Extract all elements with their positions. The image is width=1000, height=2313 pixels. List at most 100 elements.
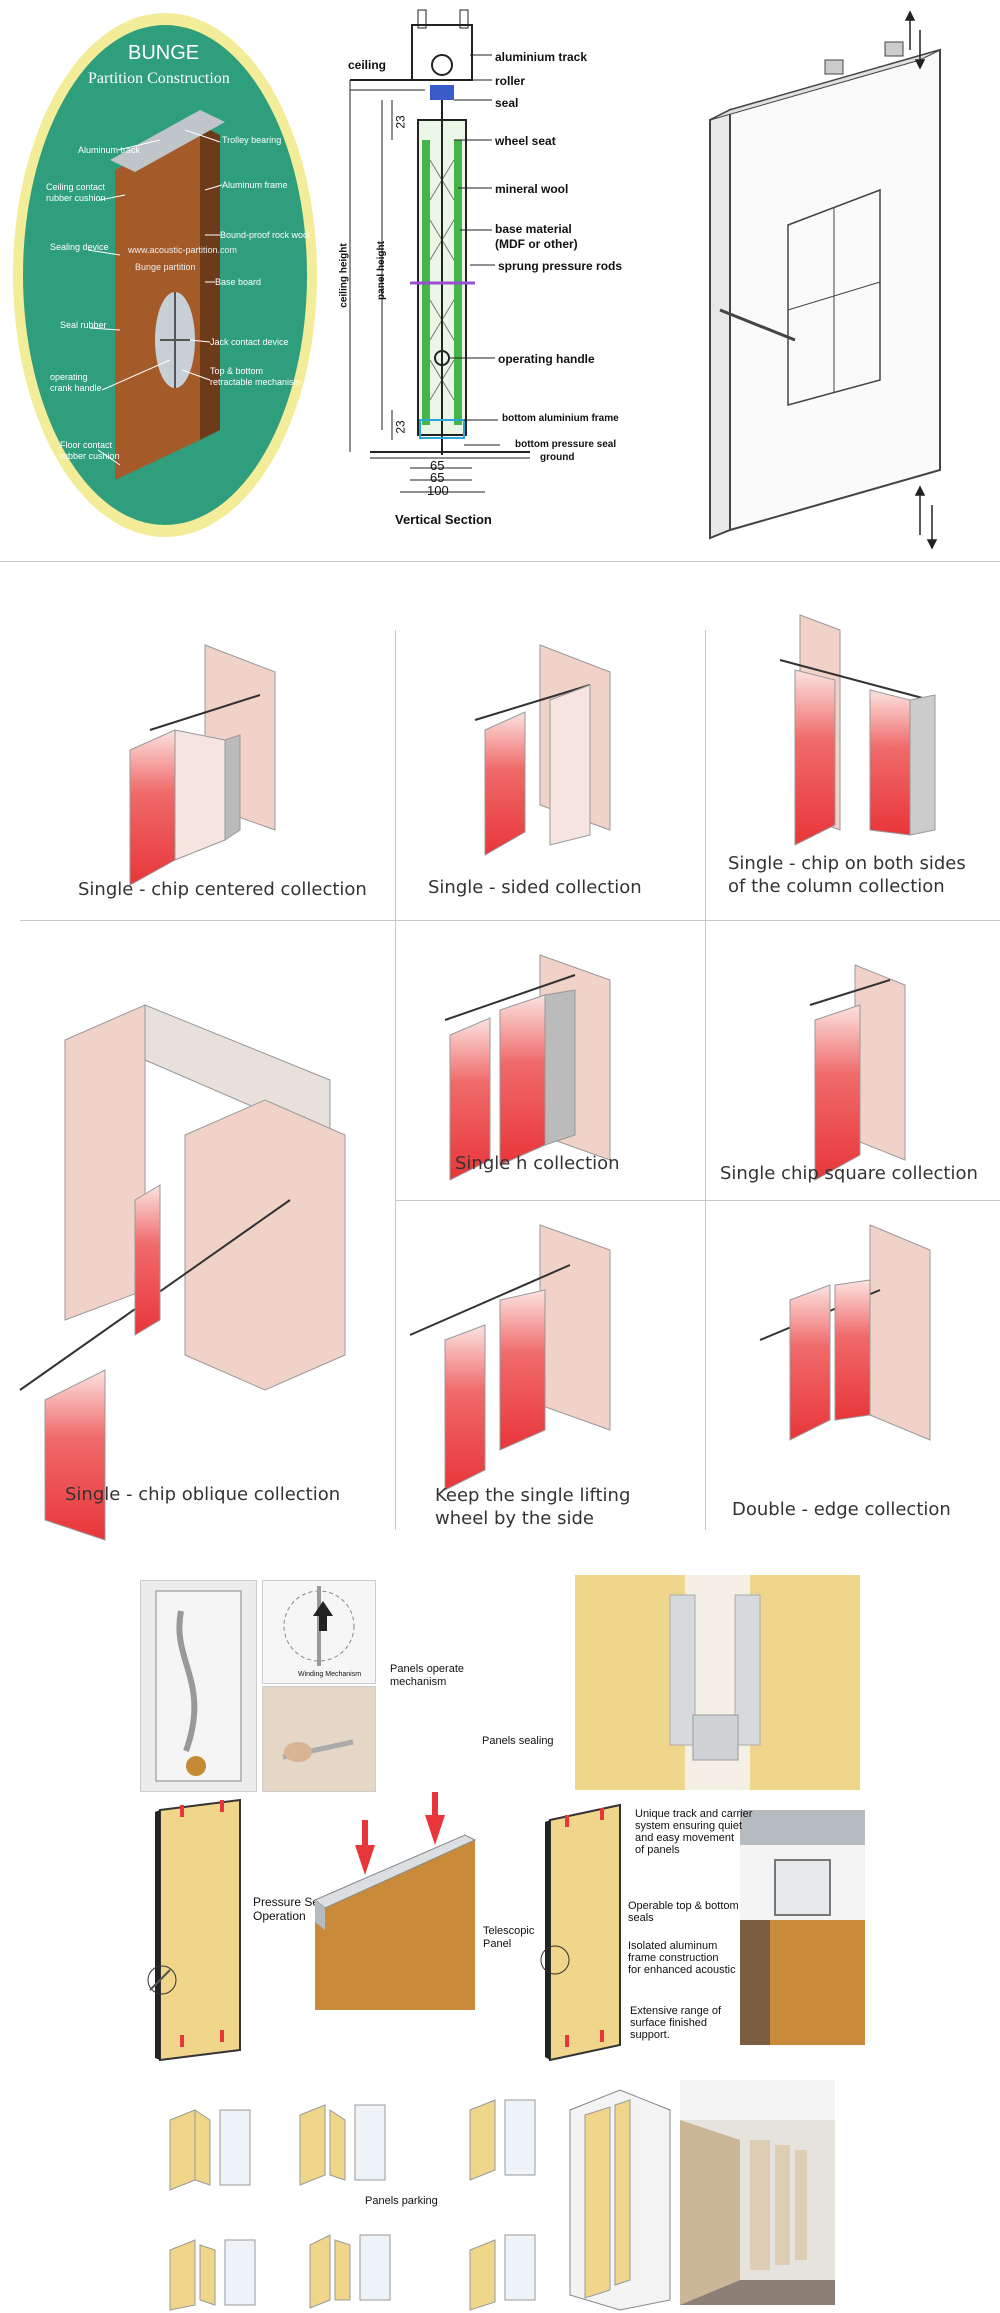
operate-photo-1 [140, 1580, 257, 1792]
collections-grid: Single - chip centered collection Single… [0, 600, 1000, 1541]
label-retractable-text: Top & bottom retractable mechanism [210, 366, 302, 387]
parking-drawings-svg [169, 2099, 536, 2311]
label-floor-contact-text: Floor contact rubber cushion [60, 440, 120, 461]
label-crank-handle: operating crank handle [50, 372, 110, 394]
winding-mechanism-drawing [283, 1586, 355, 1666]
feature-right-panel-drawing [540, 1803, 621, 2062]
isolated-label-3: for enhanced acoustic [628, 1964, 736, 1976]
pressure-label-1: Pressure Seal [253, 1895, 329, 1909]
dim-65a: 65 [430, 458, 445, 473]
label-mineral-wool: mineral wool [495, 182, 569, 196]
unique-label-3: and easy movement [635, 1832, 735, 1844]
handle-photo-drawing [282, 1739, 354, 1762]
collection-caption-6: Single chip square collection [720, 1163, 978, 1184]
label-bottom-seal: bottom pressure seal [515, 439, 617, 450]
pressure-panel [140, 1798, 260, 2062]
label-aluminum-track: Aluminum track [78, 145, 141, 155]
vertical-section: ceiling aluminium track roller seal whee… [330, 0, 660, 555]
parking-photo [680, 2080, 835, 2305]
dim-23-top: 23 [393, 115, 408, 129]
perspective-panel [670, 10, 995, 550]
dim-100: 100 [427, 483, 449, 498]
label-base-board: Base board [215, 277, 262, 287]
parking-3d-drawing [560, 2080, 680, 2311]
vertical-section-title: Vertical Section [395, 512, 492, 527]
collection-caption-3a: Single - chip on both sides [728, 853, 966, 874]
collection-drawing-6 [809, 964, 906, 1181]
collection-drawing-5 [444, 954, 611, 1181]
label-base-material: base material [495, 222, 572, 236]
operate-label-1: Panels operate [390, 1663, 464, 1675]
telescopic-panel-drawing [314, 1792, 477, 2010]
grid-vline-2 [705, 630, 706, 1530]
isolated-label-1: Isolated aluminum [628, 1940, 718, 1952]
label-wheel-seat: wheel seat [495, 134, 556, 148]
unique-label-1: Unique track and carrier [635, 1808, 753, 1820]
label-operating-handle: operating handle [498, 352, 595, 366]
label-mdf: (MDF or other) [495, 237, 578, 251]
label-sealing-device: Sealing device [50, 242, 109, 252]
collection-caption-4: Single - chip oblique collection [65, 1484, 341, 1505]
parking-label: Panels parking [365, 2195, 438, 2207]
brand-subtitle: Partition Construction [88, 70, 230, 87]
operate-label-2: mechanism [390, 1676, 447, 1688]
grid-hline-2 [395, 1200, 1000, 1201]
unique-label-2: system ensuring quiet [635, 1820, 742, 1832]
telescopic-panel [310, 1792, 480, 2010]
construction-drawing [13, 13, 317, 537]
label-sprung-rods: sprung pressure rods [498, 259, 623, 273]
telescopic-label-2: Panel [483, 1938, 512, 1950]
label-retractable: Top & bottom retractable mechanism [210, 366, 305, 388]
collection-caption-5: Single h collection [455, 1153, 620, 1174]
collection-drawing-8 [759, 1224, 931, 1441]
grid-hline-1 [20, 920, 1000, 921]
label-ceiling-contact: Ceiling contact rubber cushion [46, 182, 116, 204]
unique-label-4: of panels [635, 1844, 680, 1856]
winding-mechanism-label: Winding Mechanism [298, 1671, 362, 1678]
parking-photo-drawing [680, 2080, 835, 2305]
construction-oval: BUNGE Partition Construction www.acousti… [10, 10, 320, 540]
label-bottom-frame: bottom aluminium frame [502, 413, 619, 424]
grid-vline-1 [395, 630, 396, 1530]
label-crank-handle-text: operating crank handle [50, 372, 102, 393]
operate-photo-3 [262, 1686, 376, 1792]
label-ceiling: ceiling [348, 58, 387, 72]
website-label: www.acoustic-partition.com [128, 245, 238, 255]
label-ceiling-contact-text: Ceiling contact rubber cushion [46, 182, 106, 203]
product-label: Bunge partition [135, 262, 196, 272]
label-trolley-bearing: Trolley bearing [222, 135, 282, 145]
operate-photo-1-drawing [155, 1590, 242, 1782]
label-rock-wool: Bound-proof rock wool [220, 230, 311, 240]
collection-caption-3b: of the column collection [728, 876, 945, 897]
range-label-3: support. [630, 2029, 670, 2041]
label-floor-contact: Floor contact rubber cushion [60, 440, 125, 462]
sealing-photo-drawing [575, 1575, 860, 1790]
feature-right-photo [740, 1810, 865, 2045]
operate-photo-2: Winding Mechanism [262, 1580, 376, 1684]
brand-title: BUNGE [128, 42, 200, 64]
label-seal: seal [495, 96, 519, 110]
label-aluminum-frame: Aluminum frame [222, 180, 288, 190]
range-label-2: surface finished [630, 2017, 708, 2029]
collection-caption-7a: Keep the single lifting [435, 1485, 631, 1506]
label-ground: ground [540, 452, 575, 463]
operable-label-1: Operable top & bottom [628, 1900, 739, 1912]
label-jack-contact: Jack contact device [210, 337, 289, 347]
feature-right-panel [540, 1803, 630, 2062]
range-label-1: Extensive range of [630, 2005, 722, 2017]
label-seal-rubber: Seal rubber [60, 320, 107, 330]
parking-drawings [150, 2080, 710, 2311]
label-ceiling-height: ceiling height [338, 243, 350, 308]
collections-drawings [19, 614, 936, 1541]
dim-23-bottom: 23 [393, 420, 408, 434]
collection-caption-8: Double - edge collection [732, 1499, 951, 1520]
collection-drawing-4 [19, 1004, 346, 1541]
isolated-label-2: frame construction [628, 1952, 719, 1964]
collection-drawing-3 [779, 614, 936, 846]
telescopic-label-1: Telescopic [483, 1925, 535, 1937]
operable-label-2: seals [628, 1912, 654, 1924]
label-roller: roller [495, 74, 526, 88]
collection-drawing-7 [409, 1224, 611, 1491]
label-panel-height: panel height [375, 241, 387, 300]
sealing-label: Panels sealing [482, 1735, 554, 1747]
